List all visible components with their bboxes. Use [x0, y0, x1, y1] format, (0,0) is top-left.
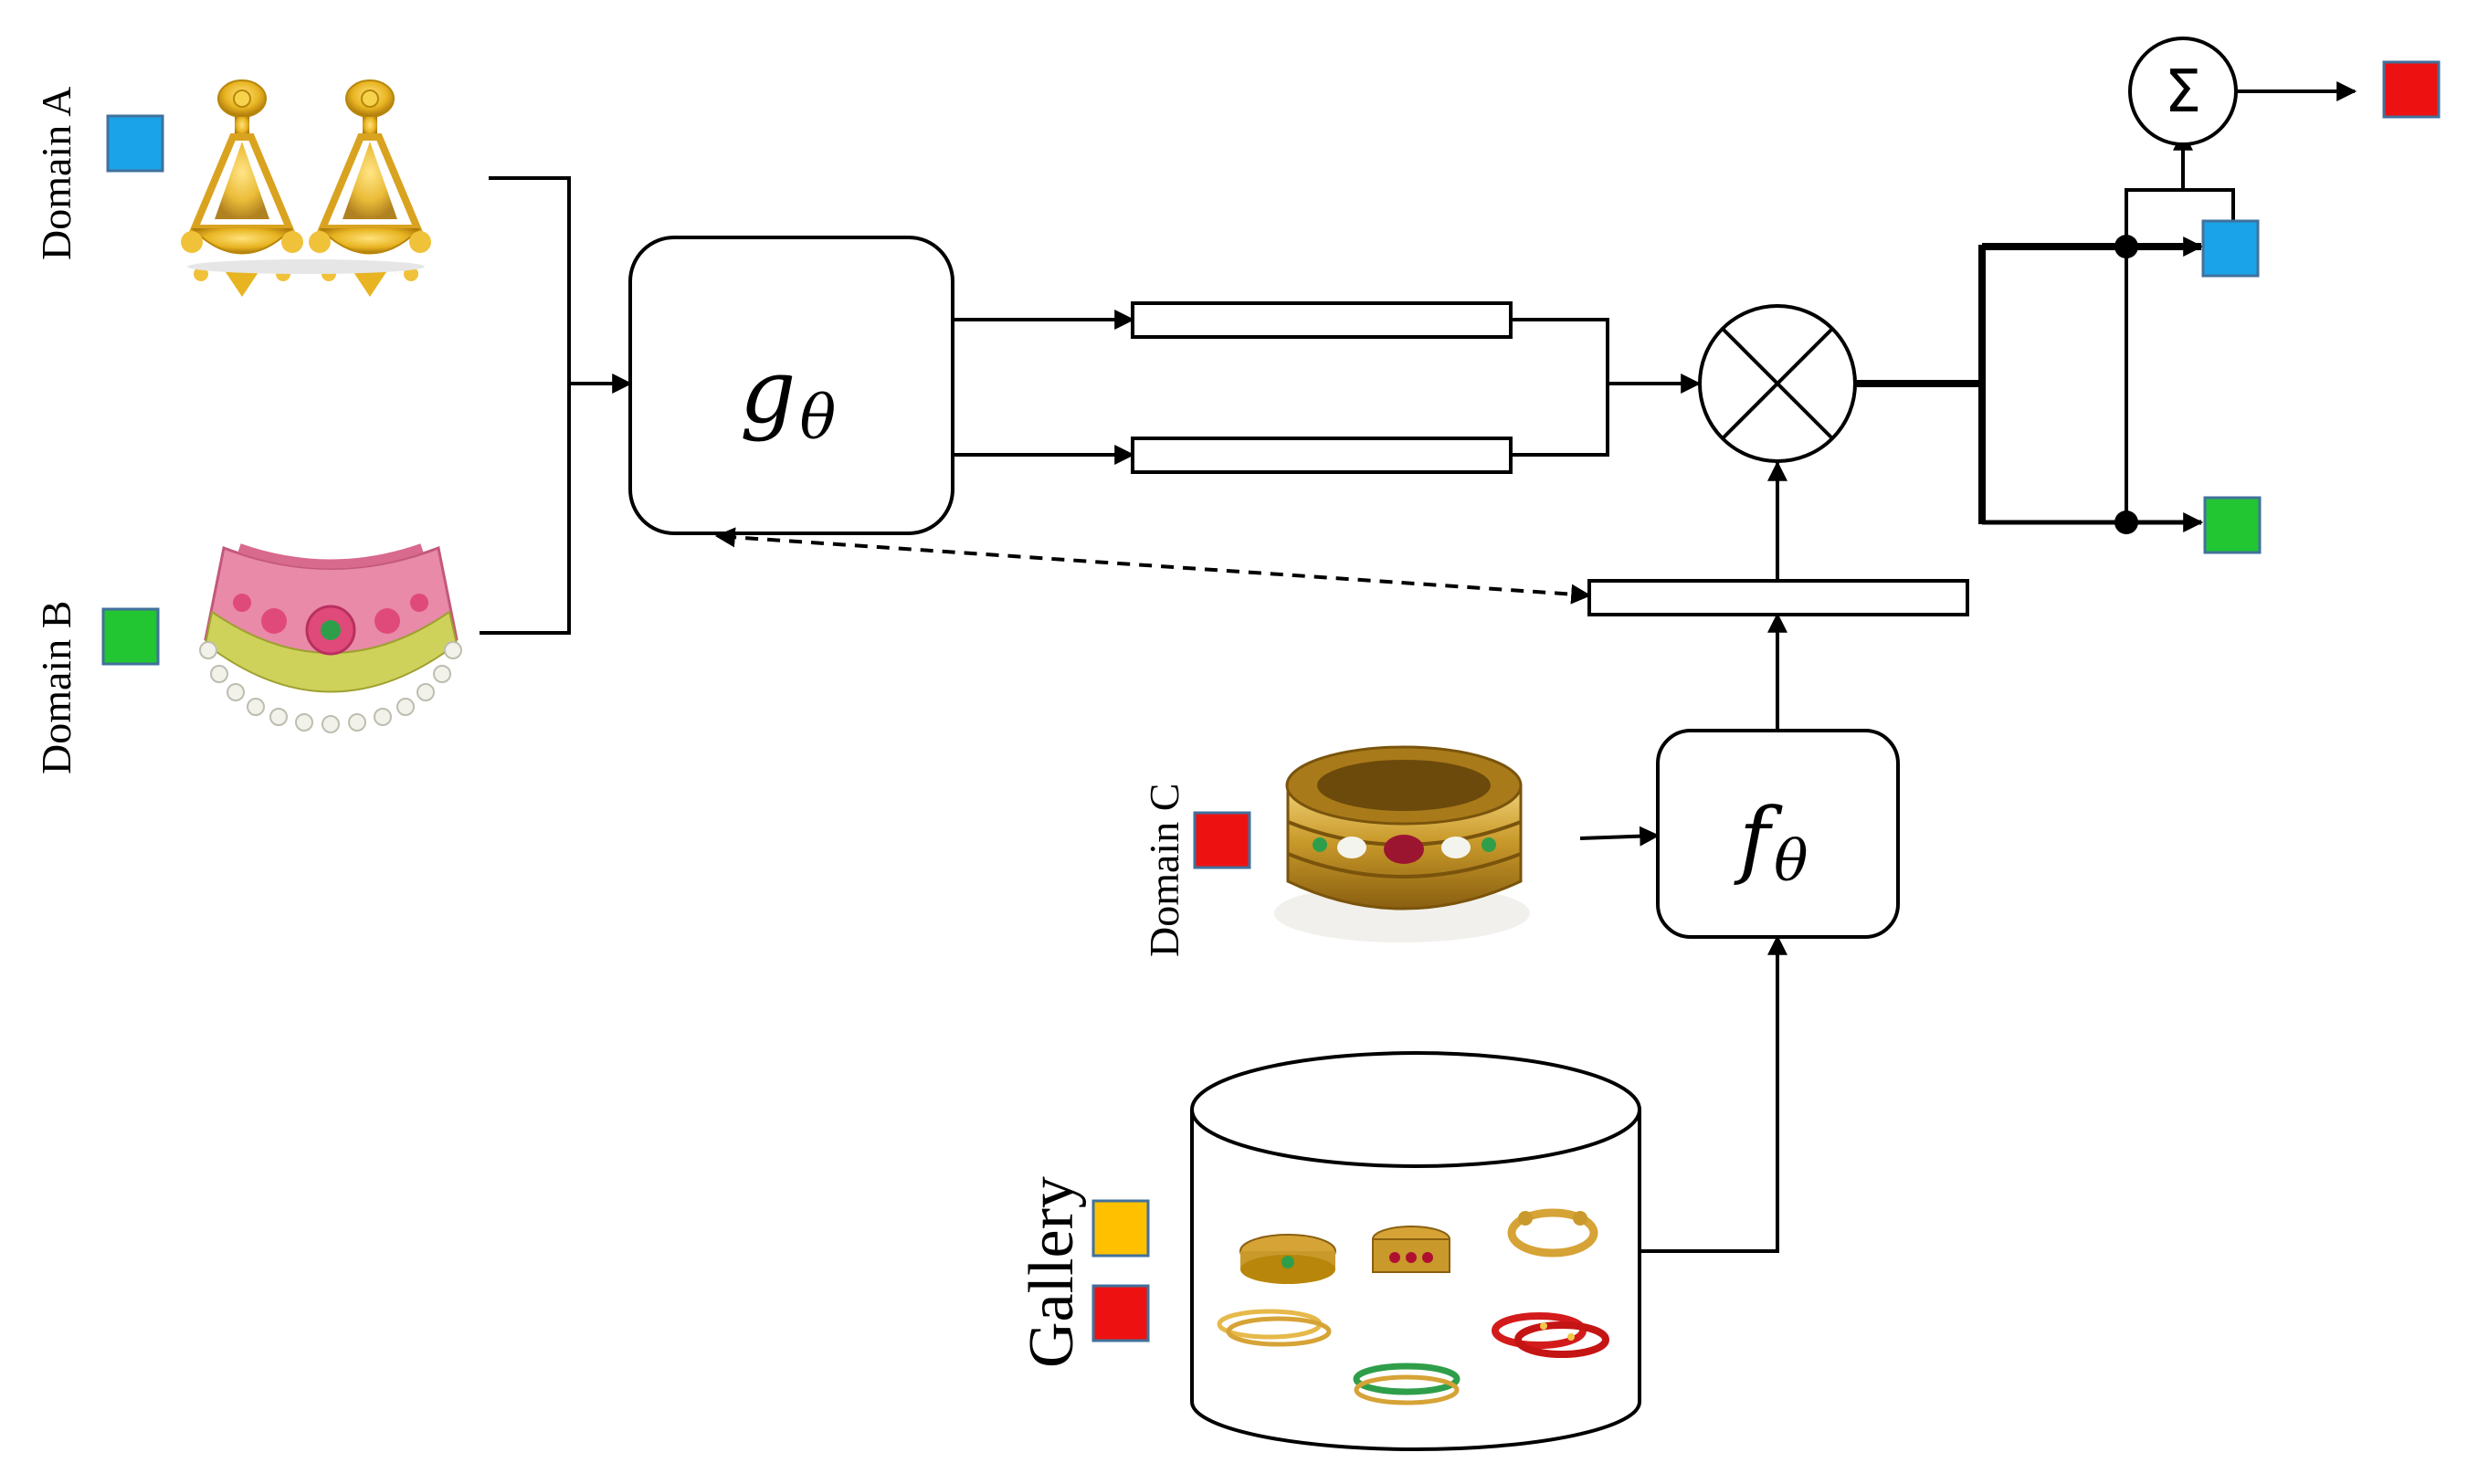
f-theta-block: fθ [1656, 729, 1900, 939]
embedding-bar-top [1131, 301, 1513, 339]
g-outputs [953, 310, 1135, 465]
output-marker-green [2203, 496, 2262, 554]
junction-dot-bottom [2114, 510, 2138, 534]
junction-dot-top [2114, 235, 2138, 258]
condition-bar [1587, 579, 1969, 616]
necklace-image [199, 543, 462, 733]
g-theta-block: gθ [628, 236, 954, 535]
f-theta-label: fθ [1734, 790, 1808, 894]
input-bracket [480, 176, 633, 635]
output-marker-blue [2201, 219, 2260, 278]
sum-circle-icon: Σ [2128, 37, 2238, 146]
output-tree [1855, 130, 2235, 532]
bangles-gallery-images [1217, 1208, 1609, 1405]
output-marker-red [2382, 60, 2441, 119]
merge-bracket [1511, 318, 1702, 457]
domain-a-label: Domain A [33, 87, 79, 260]
dashed-feedback-arrow [714, 527, 1592, 605]
embedding-bar-bottom [1131, 437, 1513, 474]
gallery-to-f-arrow [1640, 934, 1787, 1253]
multiply-circle-icon [1698, 304, 1857, 463]
bangle-image [1274, 745, 1530, 942]
g-theta-label: gθ [740, 341, 836, 453]
gallery-marker-red [1091, 1284, 1150, 1342]
domain-b-label: Domain B [33, 601, 79, 774]
gallery-label: Gallery [1017, 1176, 1087, 1368]
gallery-marker-yellow [1091, 1199, 1150, 1258]
domain-c-label: Domain C [1141, 784, 1187, 957]
bangle-to-f-arrow [1579, 826, 1661, 847]
sum-symbol: Σ [2165, 58, 2201, 126]
domain-a-marker [106, 114, 164, 173]
domain-b-marker [101, 607, 160, 666]
domain-c-marker [1193, 811, 1251, 869]
earrings-image [181, 79, 431, 297]
gallery-database [1190, 1051, 1641, 1451]
